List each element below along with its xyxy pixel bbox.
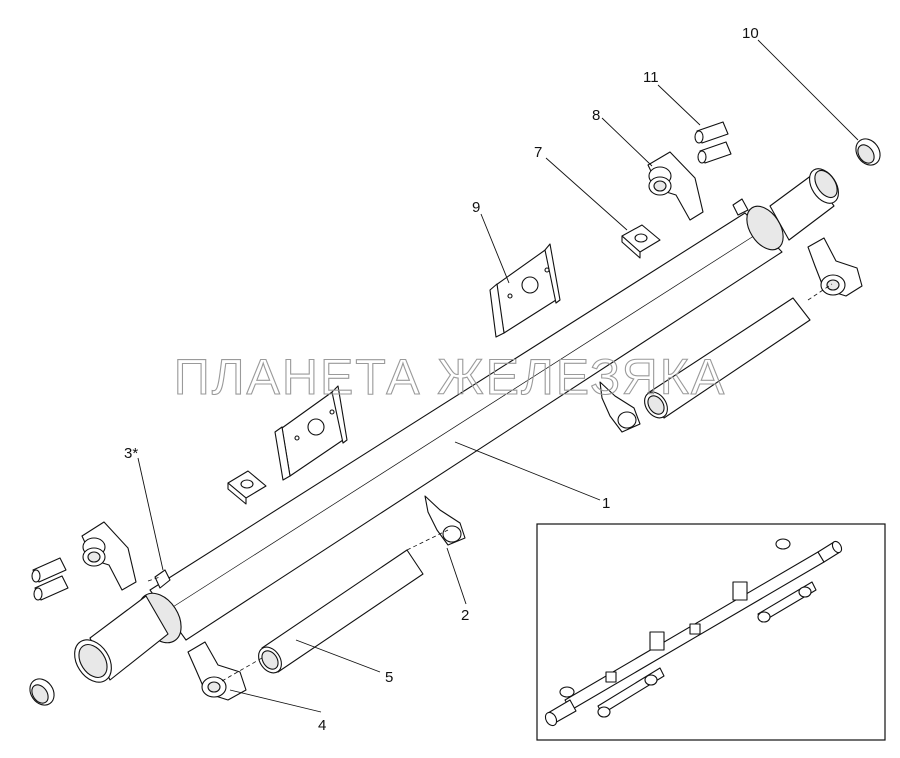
bushings-upper xyxy=(694,121,732,164)
callout-3: 3* xyxy=(124,445,138,462)
mounting-bracket-lower xyxy=(274,385,348,481)
lever-bracket-lower xyxy=(187,641,247,701)
callout-9: 9 xyxy=(472,199,480,216)
callout-8: 8 xyxy=(592,107,600,124)
callout-11: 11 xyxy=(643,69,659,86)
callout-10: 10 xyxy=(742,25,759,42)
callout-2: 2 xyxy=(461,607,469,624)
tube-lower xyxy=(258,549,424,674)
callout-7: 7 xyxy=(534,144,542,161)
assembly-inset xyxy=(536,523,886,741)
nut-plate-upper xyxy=(621,224,661,259)
main-shaft xyxy=(74,168,839,683)
end-cap-lower xyxy=(29,678,55,706)
leader-lines xyxy=(137,39,859,713)
mounting-bracket-upper xyxy=(489,243,561,338)
bushings-lower xyxy=(31,557,69,601)
lever-bracket-upper xyxy=(807,237,863,297)
callout-5: 5 xyxy=(385,669,393,686)
callout-1: 1 xyxy=(602,495,610,512)
bearing-housing-lower xyxy=(81,521,137,591)
end-cap-upper xyxy=(855,138,881,166)
bearing-housing-upper xyxy=(647,151,704,221)
watermark-text: ПЛАНЕТА ЖЕЛЕЗЯКА xyxy=(174,349,726,405)
lever-plate-upper xyxy=(599,381,641,433)
nut-plate-lower xyxy=(227,470,267,505)
lever-plate xyxy=(424,495,466,546)
callout-4: 4 xyxy=(318,717,326,734)
tube-upper xyxy=(644,297,811,419)
